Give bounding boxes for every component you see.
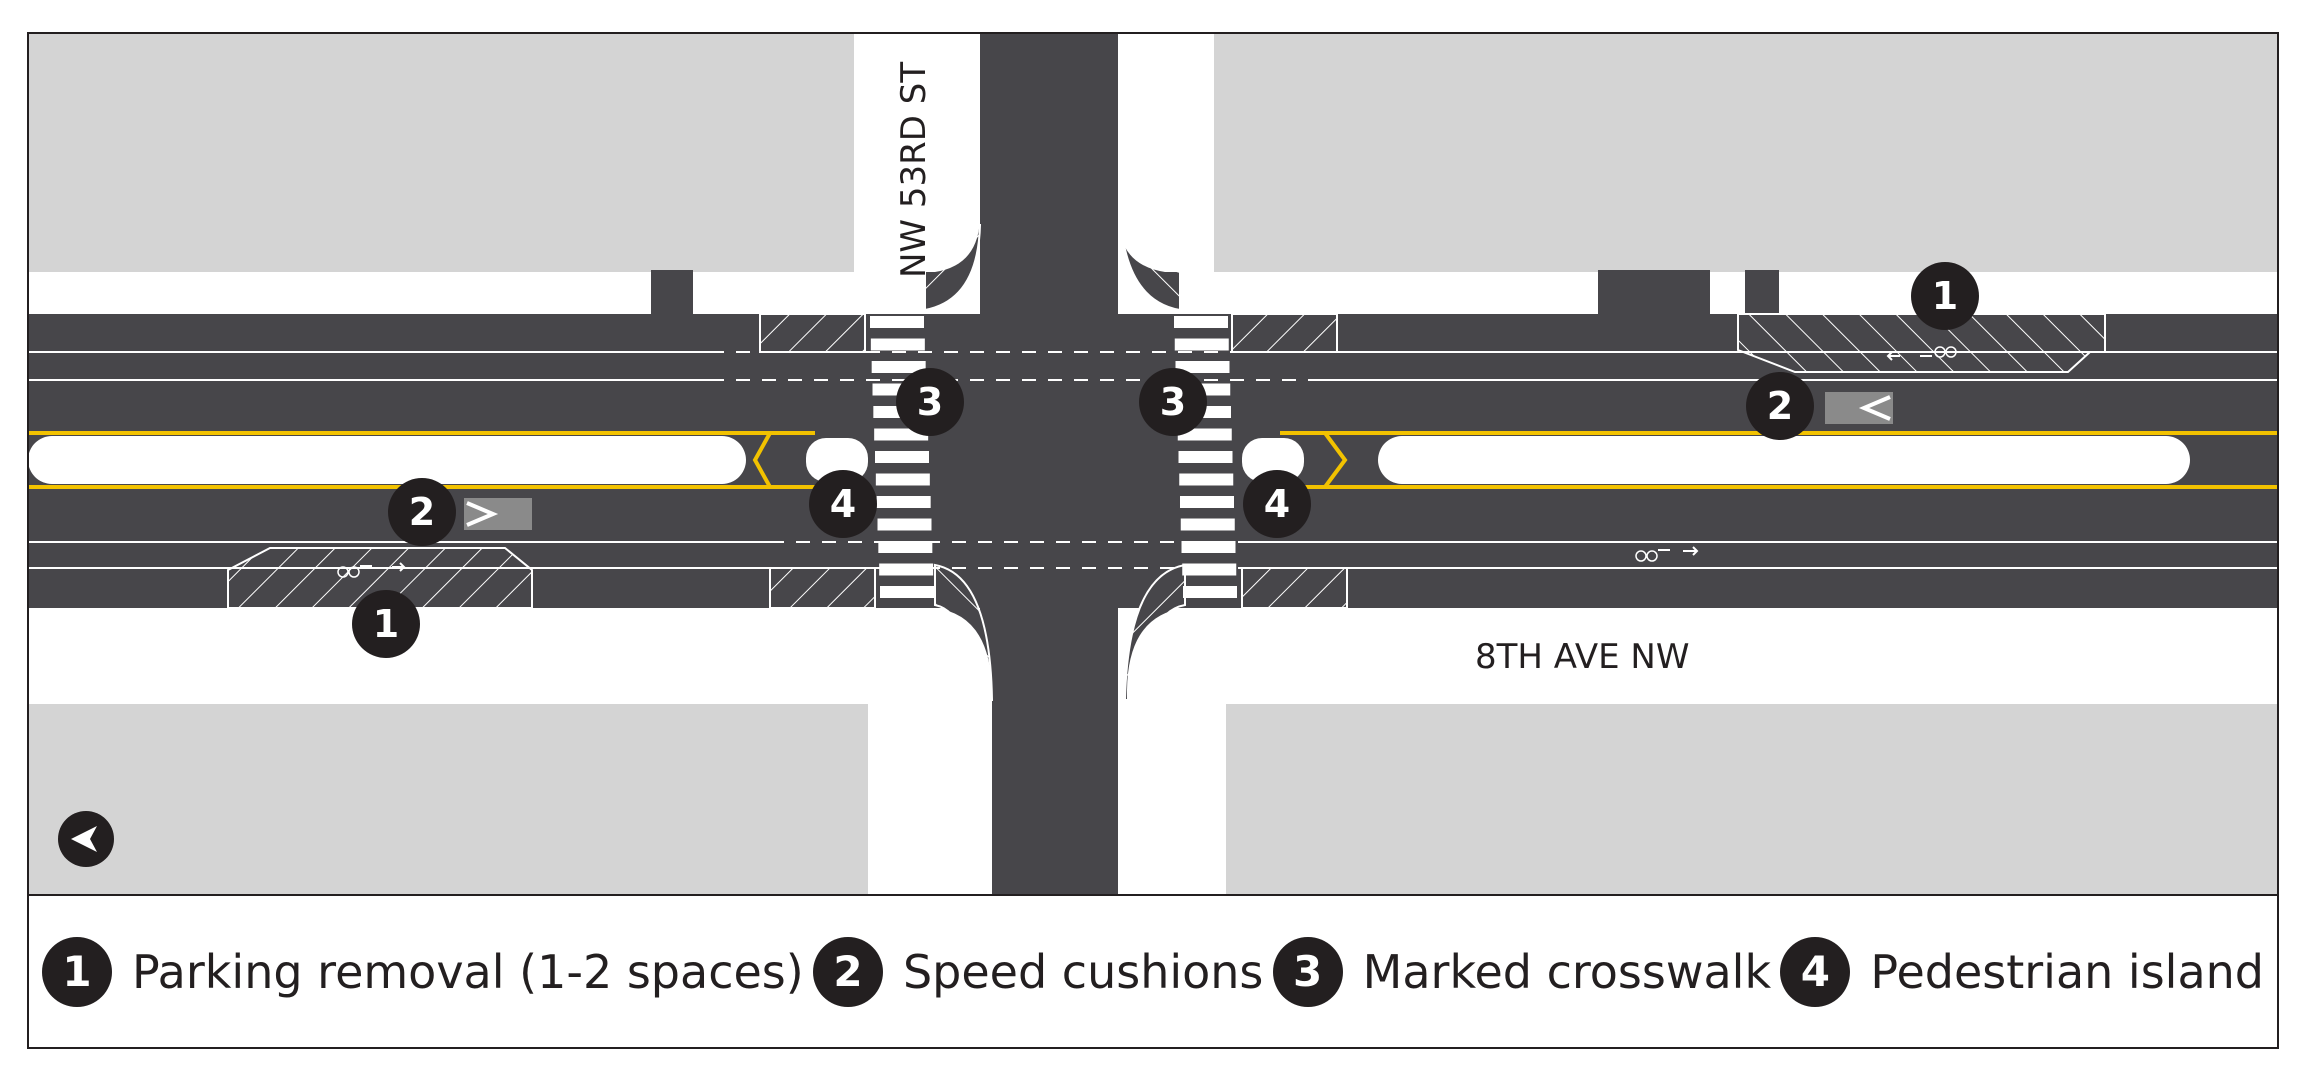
block-southeast: [1226, 704, 2278, 894]
median-east: [1378, 436, 2190, 484]
driveway: [1598, 270, 1710, 316]
legend-number: 2: [812, 936, 883, 1007]
legend-item-speed-cushions: 2 Speed cushions: [812, 936, 1264, 1007]
crosswalk-stripe: [1183, 586, 1237, 598]
svg-text:3: 3: [917, 380, 943, 424]
marker-parking-removal-east: 1: [1911, 262, 1979, 330]
legend-number: 3: [1272, 936, 1343, 1007]
bike-lane-symbol: [337, 562, 406, 578]
diagram-frame: [27, 32, 2279, 1049]
crosswalk-stripe: [1181, 541, 1236, 553]
block-northwest: [28, 33, 854, 272]
crosswalk-stripe: [877, 518, 932, 531]
svg-text:1: 1: [1932, 274, 1958, 318]
hatched-buffer: [769, 567, 876, 609]
crosswalk-stripe: [875, 473, 930, 486]
svg-text:2: 2: [1767, 384, 1793, 428]
hatched-buffer: [759, 313, 866, 353]
parking-removal-area-east: [1737, 313, 2106, 373]
crosswalk-stripe: [1180, 518, 1235, 531]
crosswalk-stripe: [1180, 496, 1234, 508]
cross-street-label: NW 53RD ST: [894, 62, 934, 278]
svg-text:4: 4: [1264, 482, 1290, 526]
svg-text:4: 4: [830, 482, 856, 526]
curb-se: [1127, 608, 1226, 895]
block-southwest: [28, 704, 868, 894]
hatched-buffer: [1241, 567, 1348, 609]
svg-text:3: 3: [1160, 380, 1186, 424]
bike-lane-symbol: [1886, 346, 1957, 361]
median-west: [28, 436, 746, 484]
driveway: [651, 270, 693, 316]
speed-cushion-east: [1825, 392, 1893, 424]
crosswalk-stripe: [1177, 428, 1232, 441]
crosswalk-stripe: [1182, 563, 1237, 576]
legend-label: Marked crosswalk: [1362, 944, 1772, 999]
parking-removal-area-west: [227, 547, 533, 609]
crosswalk-stripe: [870, 338, 925, 351]
crosswalk-stripe: [1174, 338, 1229, 351]
legend-number: 1: [42, 936, 112, 1007]
crosswalk-stripe: [871, 361, 926, 373]
legend-label: Speed cushions: [902, 944, 1264, 999]
curb-ne: [1118, 33, 1214, 272]
block-northeast: [1214, 33, 2278, 272]
legend-item-marked-crosswalk: 3 Marked crosswalk: [1272, 936, 1772, 1007]
marker-pedestrian-island-west: 4: [809, 470, 877, 538]
center-chevron: [752, 431, 815, 489]
crosswalk-stripe: [1179, 473, 1234, 486]
legend-item-pedestrian-island: 4 Pedestrian island: [1780, 936, 2264, 1007]
legend-label: Parking removal (1-2 spaces): [132, 944, 804, 999]
pedestrian-island-west: [806, 438, 868, 482]
legend-label: Pedestrian island: [1870, 944, 2264, 999]
pedestrian-island-east: [1242, 438, 1304, 482]
marker-speed-cushion-west: 2: [388, 478, 456, 546]
legend-item-parking-removal: 1 Parking removal (1-2 spaces): [42, 936, 804, 1007]
legend: 1 Parking removal (1-2 spaces) 2 Speed c…: [28, 895, 2278, 1048]
curb-nw: [854, 33, 980, 272]
main-street-label: 8TH AVE NW: [1475, 637, 1689, 677]
crosswalk-stripe: [879, 563, 934, 576]
bike-lane-symbol: [1635, 546, 1699, 562]
crosswalk-stripe: [875, 451, 929, 463]
marker-crosswalk-west: 3: [896, 368, 964, 436]
hatched-buffer: [1231, 313, 1338, 353]
crosswalk-stripe: [1174, 316, 1228, 328]
svg-text:1: 1: [373, 602, 399, 646]
crosswalk-stripe: [878, 541, 933, 553]
north-arrow-icon: [58, 811, 114, 867]
crosswalk-stripe: [1178, 451, 1233, 463]
crosswalk-stripe: [880, 586, 934, 598]
crosswalk-stripe: [870, 316, 924, 328]
curb-sw: [868, 608, 992, 895]
marker-crosswalk-east: 3: [1139, 368, 1207, 436]
marker-pedestrian-island-east: 4: [1243, 470, 1311, 538]
crosswalk-stripe: [876, 496, 931, 508]
speed-cushion-west: [464, 498, 532, 530]
legend-number: 4: [1780, 936, 1851, 1007]
marker-speed-cushion-east: 2: [1746, 372, 1814, 440]
marker-parking-removal-west: 1: [352, 590, 420, 658]
driveway: [1745, 270, 1779, 316]
center-chevron: [1280, 431, 1348, 489]
crosswalk-stripe: [1175, 361, 1230, 373]
svg-text:2: 2: [409, 490, 435, 534]
